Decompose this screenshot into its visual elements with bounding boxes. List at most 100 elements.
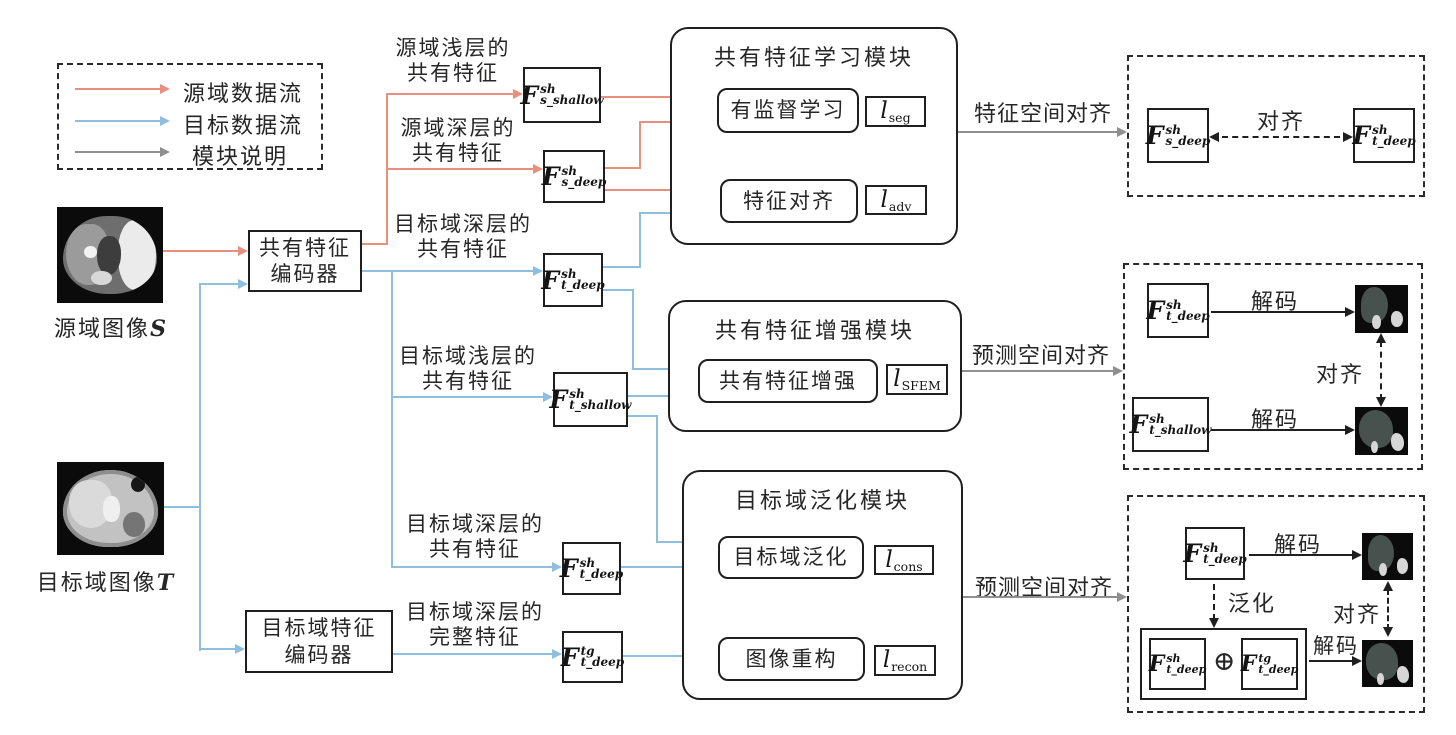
arrow-head (1209, 618, 1219, 628)
target-caption-symbol: T (156, 570, 174, 596)
source-lower-spot-shape (91, 270, 112, 285)
label-target-deep-feature-top: 目标域深层的共有特征 (394, 212, 532, 261)
connector-line (623, 655, 708, 657)
source-spot-shape (83, 245, 97, 259)
connector-line (201, 648, 235, 650)
legend-source-arrow-icon (160, 84, 170, 94)
connector-line (962, 370, 1113, 372)
label-target-full-feature: 目标域深层的完整特征 (406, 600, 544, 649)
target-air-pocket-shape (131, 477, 146, 493)
connector-line (656, 415, 658, 543)
arrow-head (1376, 333, 1386, 343)
panel3-segmentation-bottom (1362, 640, 1413, 687)
connector-line (639, 212, 641, 268)
legend-target-label: 目标数据流 (183, 113, 304, 138)
arrow-head (1383, 627, 1393, 637)
supervised-learning-box: 有监督学习 (717, 88, 859, 133)
source-bright-lobe-shape (118, 220, 156, 290)
connector-line (386, 93, 513, 95)
connector-line (632, 368, 688, 370)
shared-feature-enhancement-box: 共有特征增强 (698, 359, 878, 403)
legend-target-line (75, 120, 160, 122)
arrow-head (1113, 366, 1123, 376)
panel2-decode-bottom-label: 解码 (1250, 407, 1299, 432)
panel1-align-label: 对齐 (1241, 104, 1321, 136)
arrow-head (1376, 397, 1386, 407)
shared-feature-encoder: 共有特征编码器 (248, 230, 362, 292)
arrow-head (513, 89, 523, 99)
connector-line (362, 243, 388, 245)
source-body-shape (63, 215, 157, 295)
legend-target-arrow-icon (160, 116, 170, 126)
arrow-head (238, 279, 248, 289)
connector-line (1211, 311, 1345, 313)
module-learning-title: 共有特征学习模块 (713, 45, 914, 70)
arrow-head (533, 164, 543, 174)
legend-source-line (75, 88, 160, 90)
legend-source-label: 源域数据流 (183, 81, 304, 106)
align-dashed-line (1380, 341, 1382, 400)
legend-module-line (75, 151, 160, 153)
arrow-head (235, 644, 245, 654)
target-ct-image (57, 462, 164, 555)
connector-line (628, 395, 688, 397)
connector-line (621, 566, 708, 568)
arrow-head (1345, 425, 1355, 435)
feature-alignment-box: 特征对齐 (720, 179, 858, 223)
target-feature-encoder: 目标域特征编码器 (245, 610, 393, 673)
connector-line (391, 270, 393, 568)
source-caption-text: 源域图像 (54, 316, 151, 341)
label-source-shallow-feature: 源域浅层的共有特征 (395, 36, 511, 85)
label-source-deep-feature: 源域深层的共有特征 (400, 116, 516, 165)
arrow-head (1343, 132, 1353, 142)
panel3-decode-bottom-label: 解码 (1313, 634, 1359, 658)
arrow-head (552, 649, 562, 659)
arrow-head (552, 562, 562, 572)
connector-line (386, 168, 533, 170)
source-ct-image (57, 207, 163, 303)
arrow-head (1209, 132, 1219, 142)
target-spleen-shape (122, 512, 146, 537)
target-encoder-label: 目标域特征编码器 (261, 616, 377, 667)
connector-line (632, 289, 634, 370)
image-reconstruction-box: 图像重构 (718, 637, 865, 681)
connector-line (201, 283, 238, 285)
pred-align-panel-mid (1123, 263, 1423, 470)
source-image-caption: 源域图像S (27, 311, 193, 343)
connector-line (628, 415, 658, 417)
connector-line (163, 250, 238, 252)
connector-line (603, 289, 634, 291)
panel3-decode-top-label: 解码 (1273, 532, 1322, 557)
target-center-shape (102, 496, 120, 523)
arrow-head (1117, 592, 1127, 602)
module-enhance-title: 共有特征增强模块 (714, 318, 915, 343)
connector-line (601, 96, 707, 98)
connector-line (199, 283, 201, 651)
label-target-shallow-feature: 目标域浅层的共有特征 (399, 344, 537, 393)
connector-line (391, 396, 543, 398)
connector-line (1309, 660, 1352, 662)
panel2-decode-top-label: 解码 (1250, 289, 1299, 314)
arrow-head (1352, 656, 1362, 666)
connector-line (1249, 554, 1352, 556)
connector-line (393, 653, 552, 655)
connector-line (1211, 429, 1345, 431)
pred-space-align-label-mid: 预测空间对齐 (971, 343, 1110, 368)
generalize-dashed-line (1213, 584, 1215, 620)
arrow-head (238, 246, 248, 256)
connector-line (605, 167, 641, 169)
